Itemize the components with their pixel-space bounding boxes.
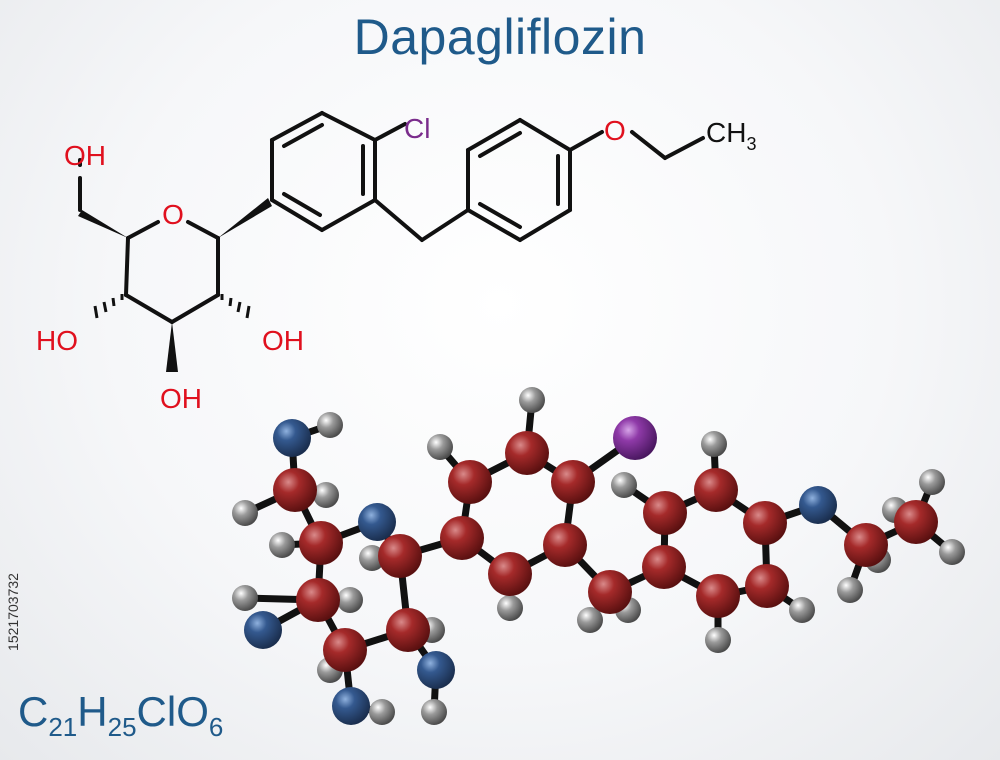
molecular-formula: C21H25ClO6 [18,688,224,742]
hydroxyl-right-label: OH [262,325,304,356]
hydroxyl-top-label: OH [64,140,106,171]
hydroxyl-left-label: HO [36,325,78,356]
ring-oxygen-label: O [162,199,184,230]
stock-image-id: 1521703732 [5,573,21,651]
chlorine-label: Cl [404,113,430,144]
methyl-label: CH3 [706,117,756,154]
molecule-title: Dapagliflozin [353,9,647,65]
ether-oxygen-label: O [604,115,626,146]
hydroxyl-bottom-label: OH [160,383,202,414]
